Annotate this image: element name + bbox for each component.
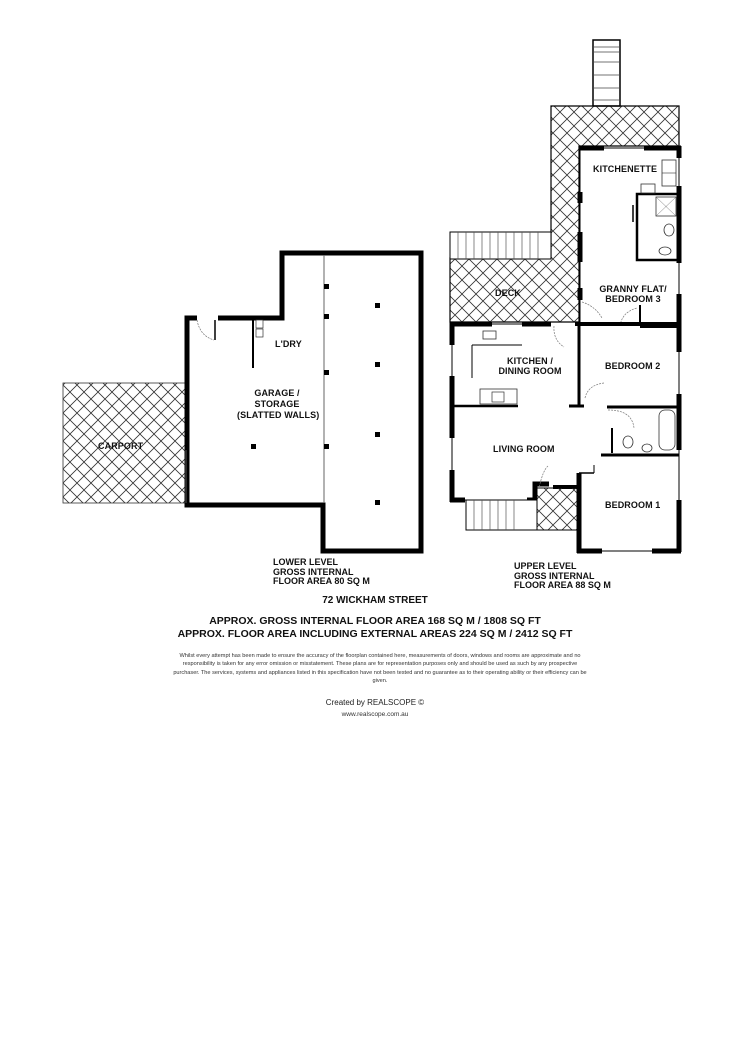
entry-landing bbox=[536, 487, 578, 531]
main-house-walls bbox=[449, 321, 682, 554]
toilet-icon bbox=[622, 435, 634, 449]
carport-area bbox=[62, 382, 188, 504]
garage-outer-walls bbox=[184, 250, 424, 554]
credit-url: www.realscope.com.au bbox=[341, 711, 409, 718]
washer-icon bbox=[255, 328, 264, 338]
credit-text: Created by REALSCOPE © bbox=[325, 698, 425, 707]
gross-internal-area: APPROX. GROSS INTERNAL FLOOR AREA 168 SQ… bbox=[209, 615, 541, 627]
disclaimer-text: Whilst every attempt has been made to en… bbox=[173, 653, 587, 684]
lower-level-area-label: LOWER LEVEL GROSS INTERNAL FLOOR AREA 80… bbox=[273, 557, 370, 587]
garage-label-line3: (SLATTED WALLS) bbox=[237, 410, 320, 420]
room-label-laundry: L'DRY bbox=[275, 339, 302, 349]
basin-icon bbox=[663, 223, 675, 237]
kitchen-label-line2: DINING ROOM bbox=[498, 366, 562, 376]
laundry-tub-icon bbox=[255, 319, 264, 329]
bathroom-basin-icon bbox=[641, 443, 653, 453]
upper-area-line3: FLOOR AREA 88 SQ M bbox=[514, 580, 611, 590]
property-address: 72 WICKHAM STREET bbox=[322, 595, 428, 606]
front-stairs bbox=[465, 499, 538, 531]
lower-area-line1: LOWER LEVEL bbox=[273, 557, 338, 567]
top-stairs bbox=[592, 39, 621, 107]
garage-label-line2: STORAGE bbox=[254, 399, 300, 409]
garage-door-swing bbox=[196, 319, 215, 341]
upper-area-line1: UPPER LEVEL bbox=[514, 561, 577, 571]
kitchen-label-line1: KITCHEN / bbox=[507, 356, 553, 366]
garage-label-line1: GARAGE / bbox=[254, 388, 300, 398]
room-label-deck: DECK bbox=[495, 288, 521, 298]
granny-label-line2: BEDROOM 3 bbox=[605, 294, 661, 304]
granny-toilet-icon bbox=[658, 246, 672, 256]
room-label-bedroom-1: BEDROOM 1 bbox=[605, 500, 661, 510]
room-label-carport: CARPORT bbox=[98, 441, 144, 451]
room-label-garage: GARAGE / STORAGE (SLATTED WALLS) bbox=[237, 388, 320, 420]
lower-area-line3: FLOOR AREA 80 SQ M bbox=[273, 576, 370, 586]
area-including-external: APPROX. FLOOR AREA INCLUDING EXTERNAL AR… bbox=[177, 628, 573, 640]
upper-level-plan bbox=[449, 39, 682, 554]
deck-stairs bbox=[449, 231, 552, 260]
lower-level-plan bbox=[62, 250, 424, 554]
room-label-living-room: LIVING ROOM bbox=[493, 444, 555, 454]
kitchen-sink-icon bbox=[482, 330, 497, 340]
room-label-kitchenette: KITCHENETTE bbox=[593, 164, 658, 174]
lower-area-line2: GROSS INTERNAL bbox=[273, 566, 354, 577]
room-label-granny-flat: GRANNY FLAT/ BEDROOM 3 bbox=[591, 284, 675, 304]
kitchenette-cooktop-icon bbox=[640, 183, 656, 194]
granny-label-line1: GRANNY FLAT/ bbox=[599, 284, 667, 294]
upper-area-line2: GROSS INTERNAL bbox=[514, 570, 595, 581]
room-label-bedroom-2: BEDROOM 2 bbox=[605, 361, 661, 371]
kitchen-cooktop-icon bbox=[491, 391, 505, 403]
room-label-kitchen-dining: KITCHEN / DINING ROOM bbox=[490, 356, 570, 376]
support-posts bbox=[251, 284, 380, 505]
upper-level-area-label: UPPER LEVEL GROSS INTERNAL FLOOR AREA 88… bbox=[514, 561, 611, 591]
bathtub-icon bbox=[658, 409, 676, 451]
